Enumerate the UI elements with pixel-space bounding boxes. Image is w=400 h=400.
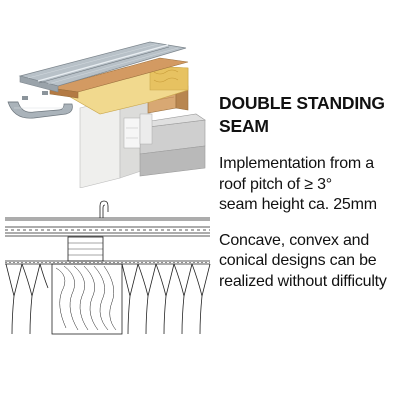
spec-line: seam height ca. 25mm	[219, 196, 377, 213]
rafter-wood-grain	[51, 263, 123, 335]
insulation-loops-right	[121, 263, 211, 335]
batten-block	[67, 236, 104, 262]
standing-seam-fold	[99, 200, 109, 218]
roof-cutaway-illustration	[7, 41, 206, 188]
description-panel: DOUBLE STANDING SEAM Implementation from…	[219, 92, 400, 307]
note-line: conical designs can be	[219, 252, 377, 269]
spec-line: Implementation from a	[219, 155, 374, 172]
spec-paragraph: Implementation from a roof pitch of ≥ 3°…	[219, 154, 400, 216]
section-layers	[5, 217, 210, 237]
page-title: DOUBLE STANDING SEAM	[219, 92, 400, 138]
title-line: DOUBLE STANDING	[219, 93, 385, 113]
spec-line: roof pitch of ≥ 3°	[219, 175, 332, 193]
design-note-paragraph: Concave, convex and conical designs can …	[219, 231, 400, 293]
note-line: Concave, convex and	[219, 231, 370, 249]
roof-gutter	[7, 91, 73, 119]
board-layer	[5, 260, 210, 265]
metal-roof-sheets	[18, 41, 187, 93]
note-line: realized without difficulty	[219, 272, 387, 290]
insulation-loops-left	[5, 263, 49, 335]
seam-cross-section-drawing	[5, 200, 211, 335]
cladding-boards	[123, 113, 153, 149]
title-line: SEAM	[219, 116, 269, 136]
